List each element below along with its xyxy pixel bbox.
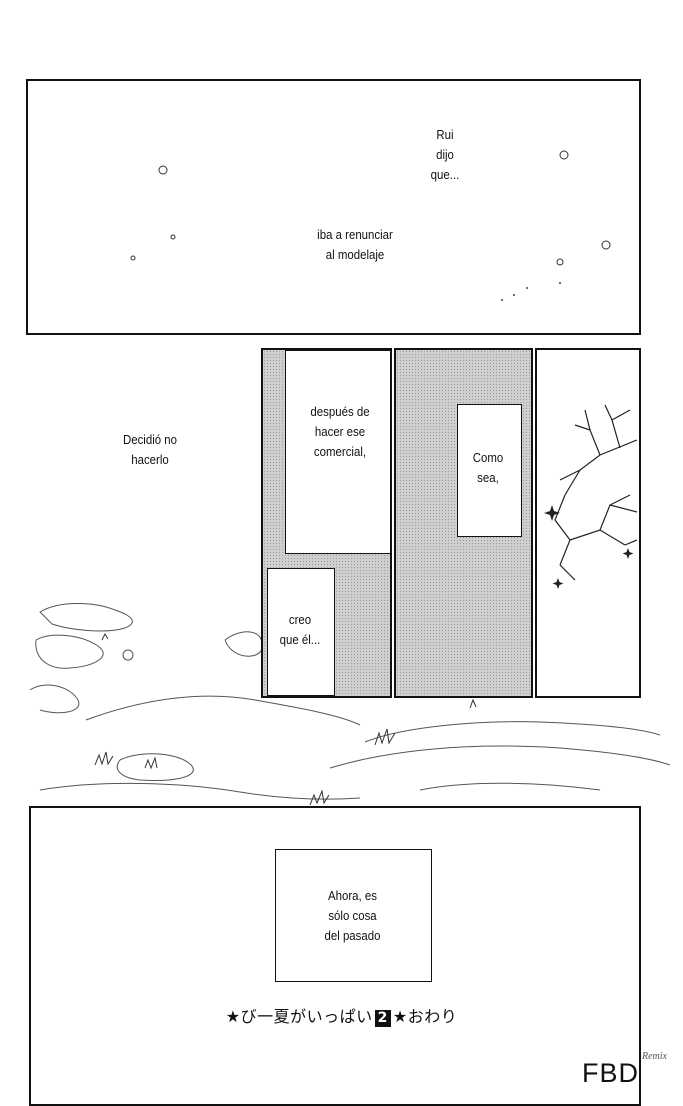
caption-box-ahora [275,849,432,982]
top-panel [26,79,641,335]
text-despues-de-hacer-ese-comercial: después de hacer ese comercial, [310,404,370,460]
ground-outline [29,603,671,800]
tiny-dots [501,282,561,301]
branch-sparkles [544,505,634,589]
volume-number: 2 [374,1010,391,1027]
text-ahora-es-solo-cosa-del-pasado: Ahora, es sólo cosa del pasado [324,888,381,944]
scanlation-credit: FBD [582,1058,639,1088]
end-title-after: ★おわり [392,1007,458,1026]
text-decidio-no-hacerlo: Decidió no hacerlo [122,432,178,468]
end-title-before: ★び一夏がいっぱい [225,1007,373,1026]
caption-box-despues [285,350,391,554]
grass-tufts [94,632,477,806]
sparkle-dots [130,150,611,266]
text-rui-dijo-que: Rui dijo que... [430,127,460,183]
text-iba-a-renunciar: iba a renunciar al modelaje [317,227,393,263]
bare-tree-branches [554,404,638,581]
panel-tree [535,348,641,698]
panel-como-sea [394,348,533,698]
credit-subtitle: Remix [642,1051,667,1062]
bottom-panel [29,806,641,1106]
caption-box-como [457,404,522,537]
caption-box-creo [267,568,335,696]
text-como-sea: Como sea, [472,450,504,486]
text-creo-que-el: creo que él... [279,612,321,648]
panel-despues [261,348,392,698]
